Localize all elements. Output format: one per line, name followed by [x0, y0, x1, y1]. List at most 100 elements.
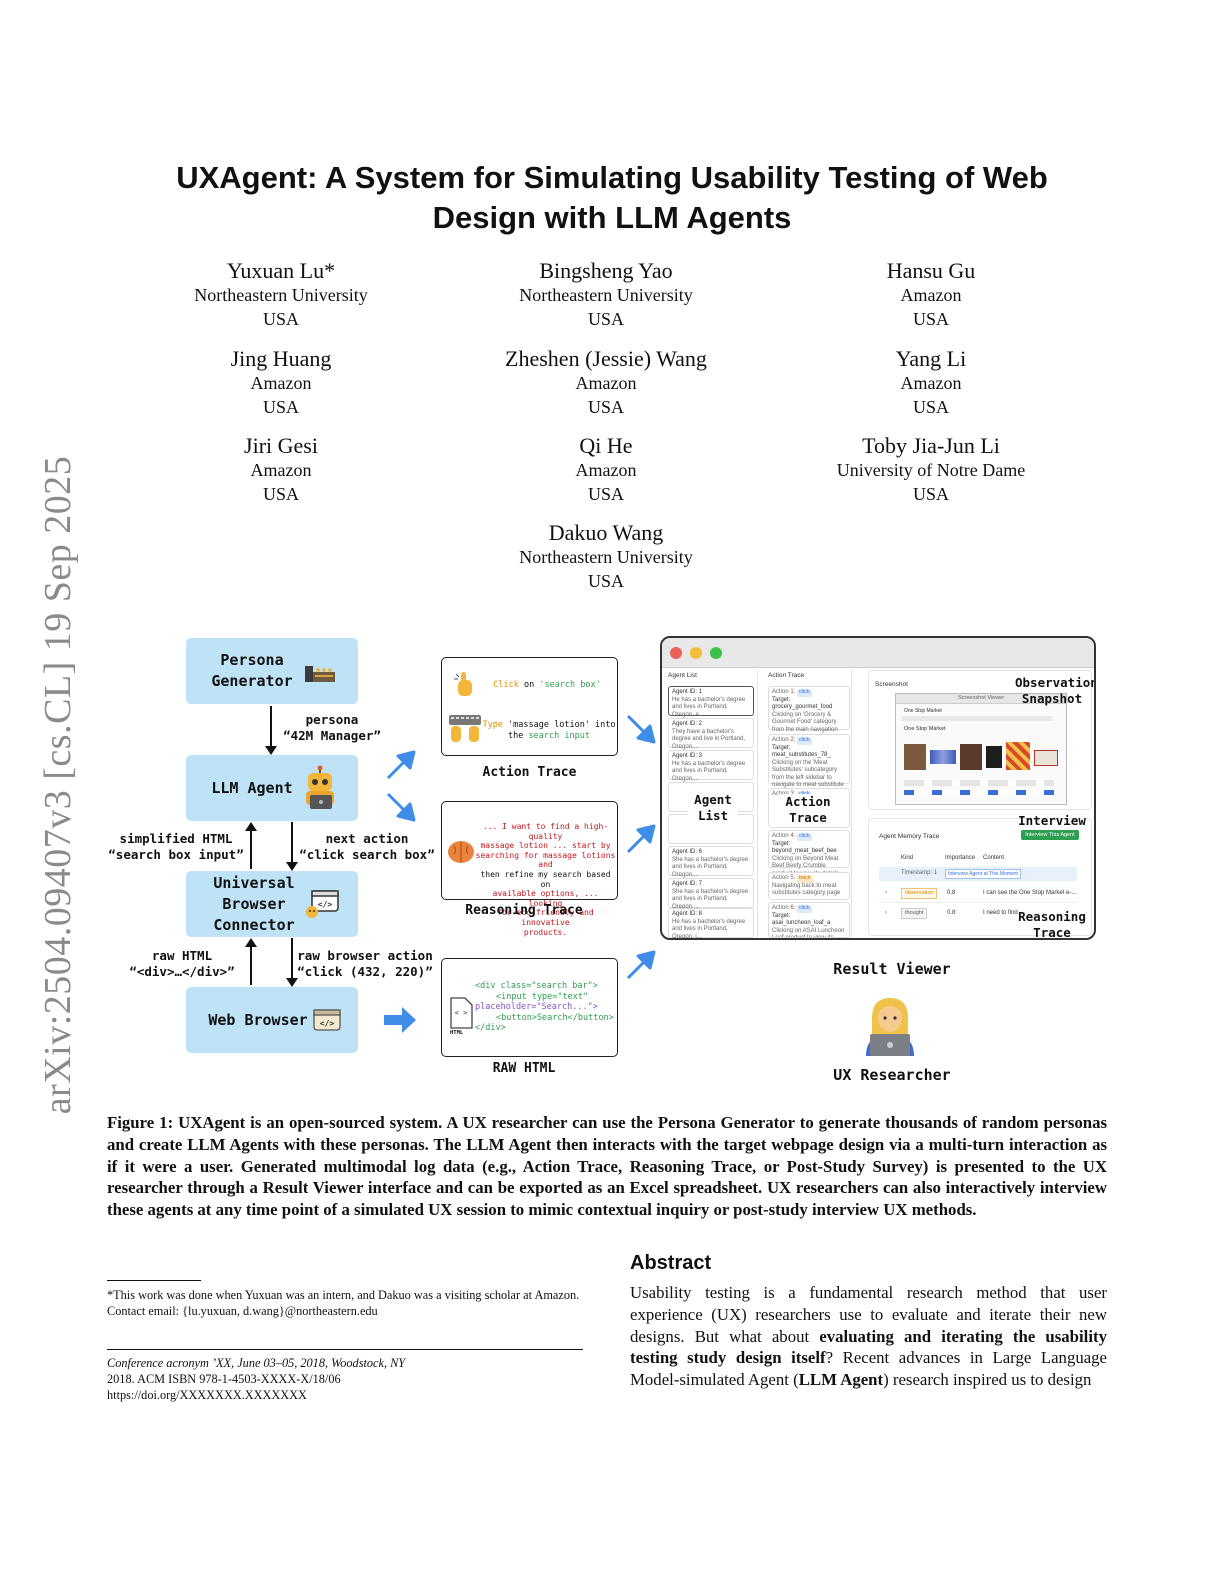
action-desc: Clicking on ASAI Luncheon Loaf product t… — [772, 927, 845, 938]
html-line: <div class="search bar"> — [475, 981, 598, 991]
agent-card[interactable]: Agent ID: 3 He has a bachelor's degree a… — [668, 750, 754, 782]
blue-arrow-down-right-icon — [626, 714, 656, 744]
author-affiliation: Amazon — [575, 460, 637, 480]
interview-moment-button[interactable]: Interview Agent at This Moment — [945, 869, 1021, 879]
agent-list-callout: Agent List — [688, 792, 738, 824]
author-block: Hansu Gu Amazon USA — [771, 257, 1091, 331]
svg-text:</>: </> — [318, 900, 333, 909]
interview-agent-button[interactable]: Interview This Agent — [1021, 830, 1079, 840]
universal-browser-connector-label: Universal Browser Connector — [213, 873, 295, 934]
expand-chevron-icon[interactable]: › — [885, 910, 887, 916]
action-badge: click — [797, 833, 812, 841]
reasoning-trace-panel: ... I want to find a high-quality massag… — [441, 801, 618, 937]
agent-list-header: Agent List — [668, 672, 697, 679]
agent-card[interactable]: Agent ID: 8 He has a bachelor's degree a… — [668, 908, 754, 938]
html-line: </div> — [475, 1023, 506, 1033]
author-country: USA — [587, 570, 624, 591]
brain-icon — [448, 841, 474, 863]
author-affiliation: Amazon — [900, 285, 962, 305]
product-image — [960, 744, 982, 770]
annotation-line: “search box input” — [108, 847, 244, 862]
author-name: Jiri Gesi — [244, 433, 318, 458]
action-verb: Type — [482, 720, 503, 730]
blue-arrow-up-right-icon — [626, 824, 656, 854]
agent-card[interactable]: Agent ID: 7 She has a bachelor's degree … — [668, 878, 754, 910]
isbn-line: 2018. ACM ISBN 978-1-4503-XXXX-X/18/06 — [107, 1372, 341, 1386]
author-name: Bingsheng Yao — [539, 258, 673, 283]
observation-snapshot-callout: Observation Snapshot — [1015, 675, 1094, 707]
reasoning-line: massage lotion ... start by — [480, 841, 611, 851]
agent-id: Agent ID: 2 — [672, 721, 703, 727]
agent-id: Agent ID: 8 — [672, 911, 703, 917]
raw-html-annotation: raw HTML “<div>…</div>” — [118, 948, 246, 980]
author-affiliation: Northeastern University — [519, 547, 693, 567]
author-country: USA — [587, 483, 624, 504]
action-card[interactable]: Action 5: back Navigating back to meat s… — [768, 872, 850, 900]
typing-hands-icon — [449, 715, 481, 742]
author-name: Hansu Gu — [886, 258, 976, 283]
arrow-head — [286, 978, 298, 987]
action-trace-column: Action Trace Action 1: click Target: gro… — [766, 670, 852, 938]
agent-desc: She has a bachelor's degree and lives in… — [672, 888, 749, 910]
author-block: Jiri Gesi Amazon USA — [121, 432, 441, 506]
product-info-row — [904, 780, 1054, 786]
web-browser-label: Web Browser — [208, 1010, 308, 1029]
agent-memory-panel: Interview Agent Memory Trace Interview T… — [868, 813, 1092, 938]
abstract-text: Usability testing is a fundamental resea… — [630, 1283, 1107, 1346]
product-image — [1006, 742, 1030, 770]
html-icon-label: HTML — [450, 1030, 464, 1036]
action-card[interactable]: Action 4: click Target: beyond_meat_beef… — [768, 830, 850, 884]
raw-html-arrow — [250, 946, 252, 985]
action-type-row-2: the search input — [482, 731, 616, 742]
product-image — [930, 750, 956, 764]
screenshot-header: Screenshot — [875, 681, 908, 688]
result-viewer-title: Result Viewer — [833, 960, 951, 978]
action-target: Target: beyond_meat_beef_bee — [772, 840, 837, 855]
raw-action-arrow — [291, 938, 293, 978]
col-content: Content — [983, 855, 1005, 861]
arxiv-identifier: arXiv:2504.09407v3 [cs.CL] 19 Sep 2025 — [37, 455, 79, 1115]
agent-card[interactable]: Agent ID: 6 She has a bachelor's degree … — [668, 846, 754, 878]
agent-card[interactable]: Agent ID: 1 He has a bachelor's degree a… — [668, 686, 754, 718]
svg-text:</>: </> — [320, 1019, 335, 1028]
expand-chevron-icon[interactable]: › — [885, 890, 887, 896]
author-country: USA — [262, 396, 299, 417]
action-target: search input — [528, 730, 590, 741]
timestamp-row: Timestamp: 1 Interview Agent at This Mom… — [879, 867, 1077, 881]
action-text: the — [508, 730, 529, 741]
author-name: Yuxuan Lu* — [226, 258, 336, 283]
universal-browser-connector-box: Universal Browser Connector </> — [186, 871, 358, 937]
author-block: Jing Huang Amazon USA — [121, 345, 441, 419]
author-country: USA — [912, 308, 949, 329]
author-country: USA — [912, 483, 949, 504]
annotation-line: simplified HTML — [119, 831, 233, 846]
action-card[interactable]: Action 1: click Target: grocery_gourmet_… — [768, 686, 850, 740]
browser-code-icon: </> — [313, 1009, 341, 1031]
memory-importance: 0.8 — [947, 910, 956, 916]
memory-content: I need to find — [983, 910, 1018, 916]
reasoning-text: ... I want to find a high-quality massag… — [474, 822, 617, 937]
reasoning-line: ... I want to find a high-quality — [482, 822, 609, 841]
action-verb: Click — [493, 680, 519, 690]
next-action-arrow — [291, 822, 293, 862]
author-country: USA — [912, 396, 949, 417]
action-card[interactable]: Action 2: click Target: meat_substitutes… — [768, 734, 850, 796]
author-country: USA — [587, 396, 624, 417]
arrow-head — [245, 938, 257, 947]
action-card[interactable]: Action 6: click Target: asai_luncheon_lo… — [768, 902, 850, 938]
action-target: Target: grocery_gourmet_food — [772, 696, 833, 711]
ux-researcher-label: UX Researcher — [833, 1066, 951, 1084]
simplified-html-annotation: simplified HTML “search box input” — [104, 831, 248, 863]
product-image — [1034, 750, 1058, 766]
agent-list-column: Agent List Agent ID: 1 He has a bachelor… — [666, 670, 758, 938]
raw-action-annotation: raw browser action “click (432, 220)” — [296, 948, 434, 980]
col-importance: Importance — [945, 855, 976, 861]
interview-callout: Interview — [1018, 813, 1086, 828]
action-trace-title: Action Trace — [482, 765, 577, 780]
abstract-body: Usability testing is a fundamental resea… — [630, 1282, 1107, 1391]
annotation-line: raw HTML — [151, 948, 213, 963]
author-name: Jing Huang — [230, 346, 332, 371]
agent-card[interactable]: Agent ID: 2 They have a bachelor's degre… — [668, 718, 754, 750]
llm-agent-box: LLM Agent — [186, 755, 358, 821]
agent-desc: He has a bachelor's degree and lives in … — [672, 760, 746, 782]
